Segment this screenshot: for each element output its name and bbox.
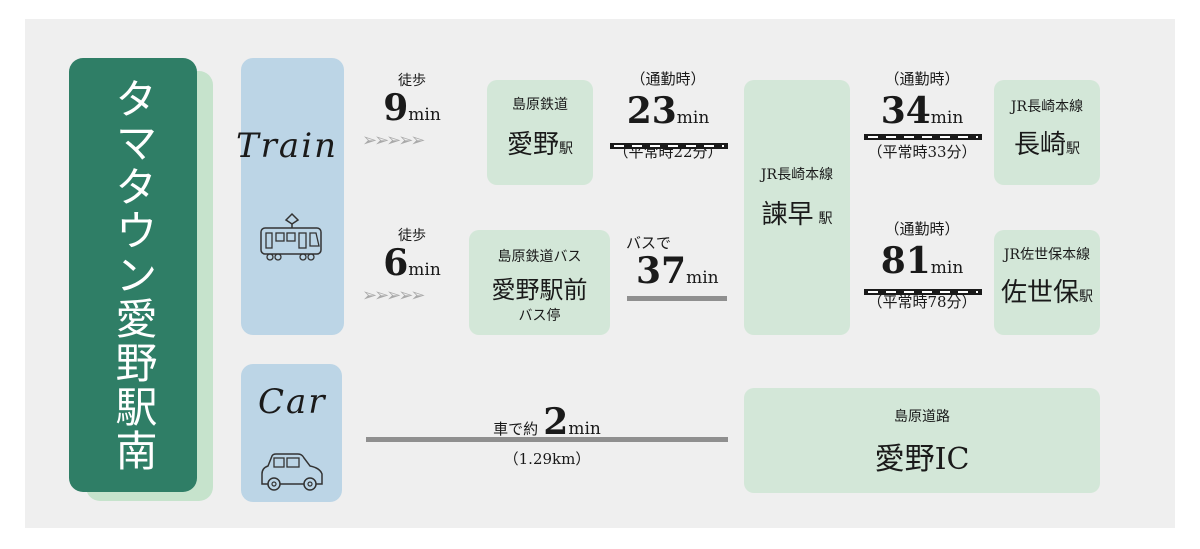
road-name: 島原道路 xyxy=(894,409,950,425)
station-name: 愛野 xyxy=(506,130,559,160)
train-label: Train xyxy=(236,126,338,166)
rail-line-1 xyxy=(610,143,728,149)
rush-hour-label: （通勤時） xyxy=(884,70,960,88)
bus-stop-name: 愛野駅前 xyxy=(491,276,588,304)
bus-label: バスで xyxy=(626,234,672,252)
train-mode-column xyxy=(241,58,344,335)
interchange-name: 愛野IC xyxy=(874,442,970,477)
rail-time-value: 34 xyxy=(880,90,931,132)
station-nagasaki: JR長崎本線 長崎駅 xyxy=(994,80,1100,185)
bus-stop-suffix: バス停 xyxy=(518,308,561,324)
rail-time-unit: min xyxy=(676,108,710,128)
bus-route: バスで 37min xyxy=(626,232,726,289)
station-name: 長崎 xyxy=(1013,130,1066,160)
station-suffix: 駅 xyxy=(559,141,573,157)
walk-time-unit: min xyxy=(408,260,441,280)
walk-label: 徒歩 xyxy=(398,228,426,244)
car-prefix: 車で約 xyxy=(493,420,539,438)
interchange-aino-ic: 島原道路 愛野IC xyxy=(744,388,1100,493)
station-name: 佐世保 xyxy=(1000,278,1079,308)
car-distance: （1.29km） xyxy=(503,450,591,468)
normal-time-label: （平常時78分） xyxy=(867,293,977,311)
car-icon xyxy=(261,453,323,491)
bus-road-line xyxy=(627,296,727,301)
station-sasebo: JR佐世保本線 佐世保駅 xyxy=(994,230,1100,335)
car-time-value: 2 xyxy=(543,401,569,443)
rush-hour-label: （通勤時） xyxy=(630,70,706,88)
walk-arrows-1: ➢➢➢➢➢ xyxy=(362,130,425,151)
train-icon xyxy=(260,212,322,261)
car-label: Car xyxy=(258,382,327,422)
car-time-unit: min xyxy=(568,419,601,439)
rail-time-unit: min xyxy=(930,108,964,128)
station-suffix: 駅 xyxy=(1079,289,1093,305)
car-road-line xyxy=(366,437,728,442)
rail-time-value: 23 xyxy=(626,90,677,132)
rush-hour-label: （通勤時） xyxy=(884,220,960,238)
station-suffix: 駅 xyxy=(818,211,833,227)
property-name: タマタウン愛野駅南 xyxy=(109,77,158,473)
station-aino: 島原鉄道 愛野駅 xyxy=(487,80,593,185)
station-line: JR佐世保本線 xyxy=(1003,247,1091,263)
walk-time-value: 9 xyxy=(383,87,409,129)
bus-line: 島原鉄道バス xyxy=(497,249,582,265)
walk-arrows-2: ➢➢➢➢➢ xyxy=(362,285,425,306)
station-isahaya: JR長崎本線 諫早 駅 xyxy=(744,80,850,335)
station-name: 諫早 xyxy=(761,200,814,230)
walk-time-value: 6 xyxy=(383,242,409,284)
title-block: タマタウン愛野駅南 xyxy=(69,58,197,492)
station-line: JR長崎本線 xyxy=(1010,99,1084,115)
rail-time-value: 81 xyxy=(880,240,931,282)
rail-route-2: （通勤時） 34min （平常時33分） xyxy=(862,68,982,162)
walk-route-1: 徒歩 9min xyxy=(372,70,452,126)
rail-line-3 xyxy=(864,289,982,295)
rail-time-unit: min xyxy=(930,258,964,278)
station-line: JR長崎本線 xyxy=(760,167,834,183)
rail-route-3: （通勤時） 81min （平常時78分） xyxy=(862,218,982,312)
station-suffix: 駅 xyxy=(1066,141,1080,157)
station-line: 島原鉄道 xyxy=(512,97,568,113)
bus-time-value: 37 xyxy=(636,250,687,292)
car-mode-column xyxy=(241,364,342,502)
walk-time-unit: min xyxy=(408,105,441,125)
walk-route-2: 徒歩 6min xyxy=(372,225,452,281)
walk-label: 徒歩 xyxy=(398,73,426,89)
bus-time-unit: min xyxy=(686,268,719,288)
rail-line-2 xyxy=(864,134,982,140)
car-route: 車で約 2min xyxy=(366,404,728,440)
station-bus-stop: 島原鉄道バス 愛野駅前 バス停 xyxy=(469,230,610,335)
normal-time-label: （平常時33分） xyxy=(867,143,977,161)
